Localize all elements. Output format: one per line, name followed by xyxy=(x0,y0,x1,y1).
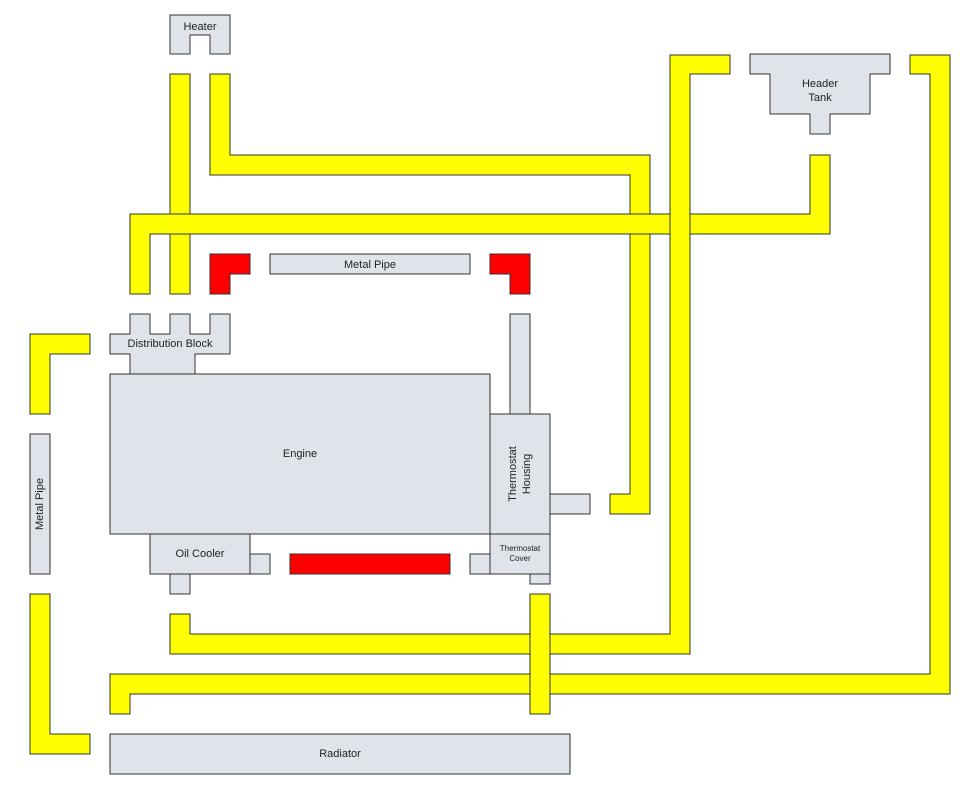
thermostat-cover-box xyxy=(489,533,551,575)
distribution-block-label: Distribution Block xyxy=(128,338,213,350)
metal-pipe-bottom xyxy=(289,553,451,575)
oil-cooler-stub-bottom xyxy=(169,573,191,595)
engine-box xyxy=(109,373,491,535)
thermostat-cover-label-line1: Thermostat xyxy=(500,544,541,553)
thermostat-cover-spigot xyxy=(529,573,551,585)
hose-header-tank-to-distribution xyxy=(129,154,831,295)
heater-label: Heater xyxy=(183,21,216,33)
thermostat-housing-box xyxy=(489,413,551,535)
hose-radiator-return xyxy=(109,54,951,715)
radiator-label: Radiator xyxy=(319,748,361,760)
hose-left-upper xyxy=(29,333,91,415)
distribution-block-box xyxy=(109,313,231,375)
metal-pipe-top-box xyxy=(269,253,471,275)
thermostat-outlet xyxy=(549,493,591,515)
hose-left-lower xyxy=(29,593,91,755)
metal-pipe-left-box xyxy=(29,433,51,575)
hose-heater-right-to-thermostat xyxy=(209,73,651,515)
thermostat-cover-stub xyxy=(469,553,491,575)
header-tank-box xyxy=(749,53,891,135)
oil-cooler-stub-right xyxy=(249,553,271,575)
radiator-box xyxy=(109,733,571,775)
hose-heater-left xyxy=(169,73,191,295)
oil-cooler-label: Oil Cooler xyxy=(176,548,225,560)
header-tank-label-line2: Tank xyxy=(808,92,832,104)
thermostat-cover-label-line2: Cover xyxy=(509,554,531,563)
thermostat-stem xyxy=(509,313,531,415)
metal-pipe-left-label: Metal Pipe xyxy=(34,478,46,530)
hose-thermostat-to-radiator xyxy=(529,593,551,715)
oil-cooler-box xyxy=(149,533,251,575)
heater-box xyxy=(169,14,231,55)
header-tank-label-line1: Header xyxy=(802,78,838,90)
thermostat-housing-label-line2: Housing xyxy=(521,454,533,494)
thermostat-housing-label-line1: Thermostat xyxy=(507,446,519,502)
hose-oilcooler-to-top xyxy=(169,54,731,655)
metal-pipe-elbow-left xyxy=(209,253,251,295)
metal-pipe-elbow-right xyxy=(489,253,531,295)
metal-pipe-top-label: Metal Pipe xyxy=(344,259,396,271)
engine-label: Engine xyxy=(283,448,317,460)
